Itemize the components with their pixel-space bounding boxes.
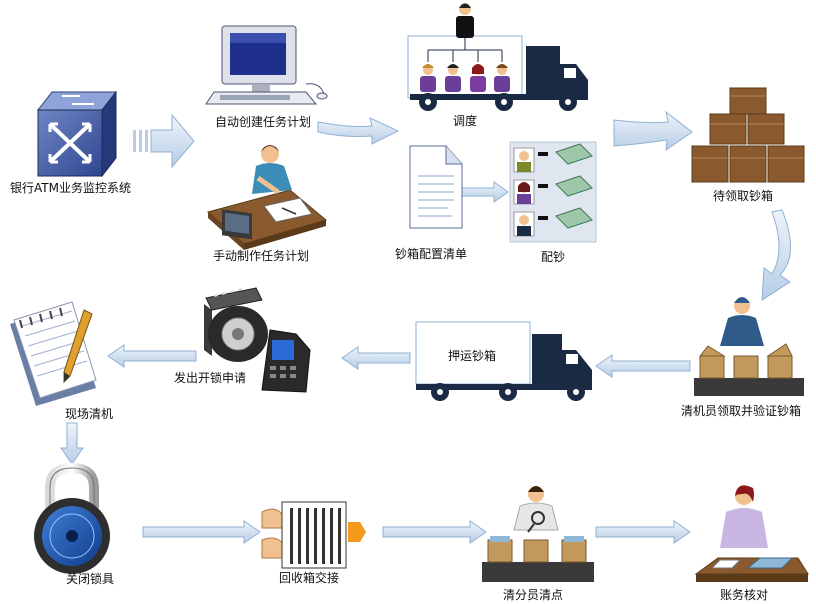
label-dispatch: 调度 — [453, 114, 478, 128]
arrow-unlock-to-onsite — [107, 344, 197, 368]
arrow-atm-to-auto — [133, 113, 195, 169]
network-switch-icon — [36, 90, 118, 178]
stacked-cash-boxes-icon — [691, 87, 805, 183]
label-onsite-clear: 现场清机 — [65, 407, 114, 421]
escort-truck-icon — [415, 321, 592, 401]
label-atm-monitor: 银行ATM业务监控系统 — [10, 181, 131, 195]
padlock-icon — [34, 462, 110, 574]
arrow-sorter-to-account — [595, 520, 691, 544]
label-box-list: 钞箱配置清单 — [395, 247, 468, 261]
label-account-check: 账务核对 — [720, 588, 769, 602]
arrow-escort-to-unlock — [341, 346, 411, 370]
label-pending-boxes: 待领取钞箱 — [713, 189, 774, 203]
cash-allocation-panel-icon — [509, 141, 597, 243]
document-icon — [409, 145, 463, 229]
worker-at-desk-icon — [206, 145, 328, 250]
label-operator-receive: 清机员领取并验证钞箱 — [681, 404, 802, 418]
label-allocate-cash: 配钞 — [541, 250, 566, 264]
operator-receiving-boxes-icon — [694, 297, 804, 396]
computer-icon — [205, 25, 328, 105]
label-close-lock: 关闭锁具 — [66, 572, 115, 586]
arrow-onsite-to-lock — [60, 422, 84, 465]
notebook-pencil-icon — [10, 301, 97, 406]
arrow-lock-to-return — [142, 520, 261, 544]
dispatch-truck-icon — [410, 46, 588, 111]
arrow-operator-to-escort — [595, 354, 691, 378]
arrow-return-to-sorter — [382, 520, 487, 544]
label-auto-plan: 自动创建任务计划 — [215, 115, 312, 129]
handheld-terminal-icon — [261, 329, 311, 393]
arrow-dispatch-to-pending — [613, 110, 693, 152]
sorter-counting-icon — [482, 486, 594, 582]
label-unlock-request: 发出开锁申请 — [174, 371, 247, 385]
arrow-list-to-allocate — [461, 181, 509, 203]
cash-cassette-handover-icon — [261, 501, 366, 569]
accounting-clerk-icon — [694, 485, 809, 582]
lock-device-icon — [204, 287, 268, 362]
label-escort-boxes: 押运钞箱 — [448, 349, 497, 363]
label-manual-plan: 手动制作任务计划 — [213, 249, 310, 263]
label-sorter-count: 清分员清点 — [503, 588, 564, 602]
dispatch-org-chart-icon — [407, 3, 523, 99]
arrow-auto-to-dispatch — [317, 117, 400, 145]
label-return-handover: 回收箱交接 — [279, 571, 340, 585]
arrow-pending-to-operator — [761, 209, 791, 301]
